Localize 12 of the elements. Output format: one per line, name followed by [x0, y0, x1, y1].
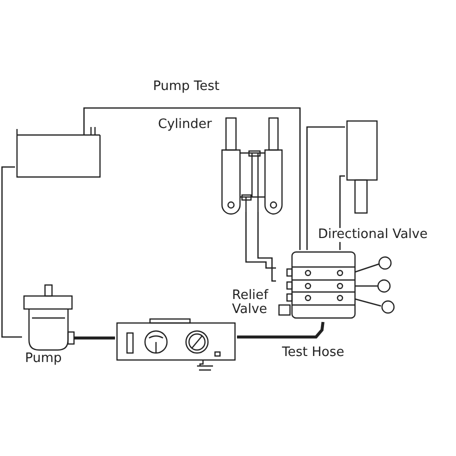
pipe-line: [1, 166, 22, 338]
edge-label: Pump Test: [153, 80, 220, 94]
pipe-line: [83, 107, 301, 250]
hose: [74, 336, 115, 340]
pipe-line: [245, 212, 276, 269]
hose: [237, 322, 324, 339]
part-label: Pump: [25, 352, 62, 366]
part-label: Relief Valve: [232, 289, 270, 318]
part-label: Cylinder: [158, 118, 212, 132]
pipe-line: [306, 126, 345, 250]
part-label: Directional Valve: [318, 228, 428, 242]
pipe-line: [257, 212, 276, 282]
